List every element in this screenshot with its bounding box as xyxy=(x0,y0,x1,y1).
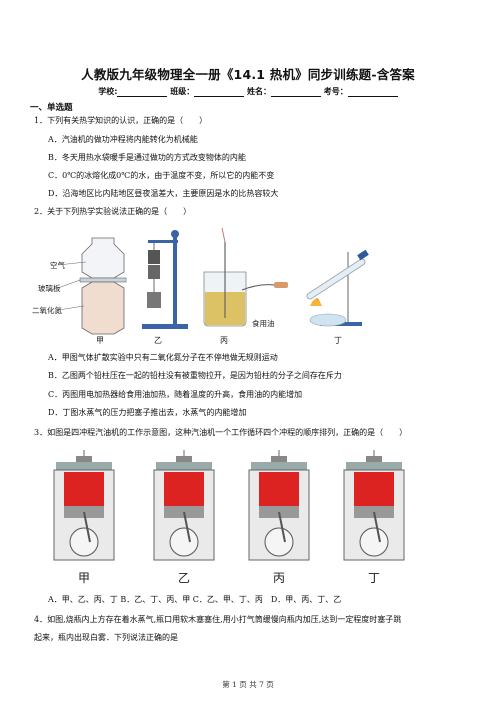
label-nitrogen-dioxide: 二氧化氮 xyxy=(32,305,62,315)
document-title: 人教版九年级物理全一册《14.1 热机》同步训练题-含答案 xyxy=(81,67,415,82)
oil-beaker-illustration xyxy=(203,227,288,327)
label-glass-plate: 玻璃板 xyxy=(38,283,61,293)
engine-bing-icon xyxy=(248,449,310,561)
class-label: 班级： xyxy=(170,87,195,96)
question-4-stem-line1: 4．如图,烧瓶内上方存在着水蒸气,瓶口用软木塞塞住,用小打气筒缓慢向瓶内加压,达… xyxy=(34,615,402,624)
school-blank xyxy=(117,88,168,97)
lead-cylinders-illustration xyxy=(142,230,188,329)
page-footer: 第 1 页 共 7 页 xyxy=(222,680,274,689)
name-label: 姓名： xyxy=(247,87,271,96)
engine-yi-icon xyxy=(153,449,215,561)
question-1-option-c: C．0℃的冰熔化成0℃的水，由于温度不变，所以它的内能不变 xyxy=(48,171,275,180)
test-tube-illustration xyxy=(306,249,369,327)
engine-label-ding: 丁 xyxy=(368,571,380,585)
section-heading: 一、单选题 xyxy=(30,103,73,113)
exam-number-blank xyxy=(347,88,398,97)
engine-label-yi: 乙 xyxy=(178,571,190,585)
exam-number-label: 考号： xyxy=(323,87,348,96)
label-bing: 丙 xyxy=(220,336,228,345)
question-1-option-d: D．沿海地区比内陆地区昼夜温差大，主要原因是水的比热容较大 xyxy=(48,189,279,198)
question-2-option-c: C．丙图用电加热器给食用油加热，随着温度的升高，食用油的内能增加 xyxy=(48,390,303,399)
label-air: 空气 xyxy=(50,260,65,270)
question-4-stem-line2: 起来，瓶内出现白雾．下列说法正确的是 xyxy=(34,633,178,642)
engine-strokes-figure: 甲 乙 丙 丁 xyxy=(53,449,405,585)
name-blank xyxy=(271,88,321,97)
label-yi: 乙 xyxy=(154,336,162,345)
label-jia: 甲 xyxy=(96,336,104,345)
question-2-stem: 2．关于下列热学实验说法正确的是（ ） xyxy=(34,207,192,216)
student-info-line: 学校: 班级： 姓名： 考号： xyxy=(0,86,496,97)
question-1-stem: 1．下列有关热学知识的认识，正确的是（ ） xyxy=(34,116,208,125)
school-label: 学校: xyxy=(98,87,118,96)
engine-ding-icon xyxy=(343,449,405,561)
question-1-option-a: A．汽油机的做功冲程将内能转化为机械能 xyxy=(48,135,198,144)
question-2-option-d: D．丁图水蒸气的压力把塞子推出去，水蒸气的内能增加 xyxy=(48,408,247,417)
question-1-option-b: B．冬天用热水袋暖手是通过做功的方式改变物体的内能 xyxy=(48,153,246,162)
engine-label-jia: 甲 xyxy=(78,571,90,585)
engine-label-bing: 丙 xyxy=(273,571,285,585)
question-2-option-b: B．乙图两个铅柱压在一起的铅柱没有被重物拉开，是因为铅柱的分子之间存在斥力 xyxy=(48,371,342,380)
class-blank xyxy=(194,88,245,97)
question-3-options: A．甲、乙、丙、丁 B．乙、丁、丙、甲 C．乙、甲、丁、丙 D．甲、丙、丁、乙 xyxy=(48,595,342,604)
label-ding: 丁 xyxy=(334,336,342,345)
engine-jia-icon xyxy=(53,449,115,561)
question-2-option-a: A．甲图气体扩散实验中只有二氧化氮分子在不停地做无规则运动 xyxy=(48,353,278,362)
diffusion-bottles-illustration xyxy=(57,237,127,335)
question-2-figure: 空气 玻璃板 二氧化氮 甲 乙 食用油 丙 丁 xyxy=(32,227,369,345)
question-3-stem: 3．如图是四冲程汽油机的工作示意图，这种汽油机一个工作循环四个冲程的顺序排列，正… xyxy=(34,428,408,437)
label-cooking-oil: 食用油 xyxy=(252,318,275,328)
